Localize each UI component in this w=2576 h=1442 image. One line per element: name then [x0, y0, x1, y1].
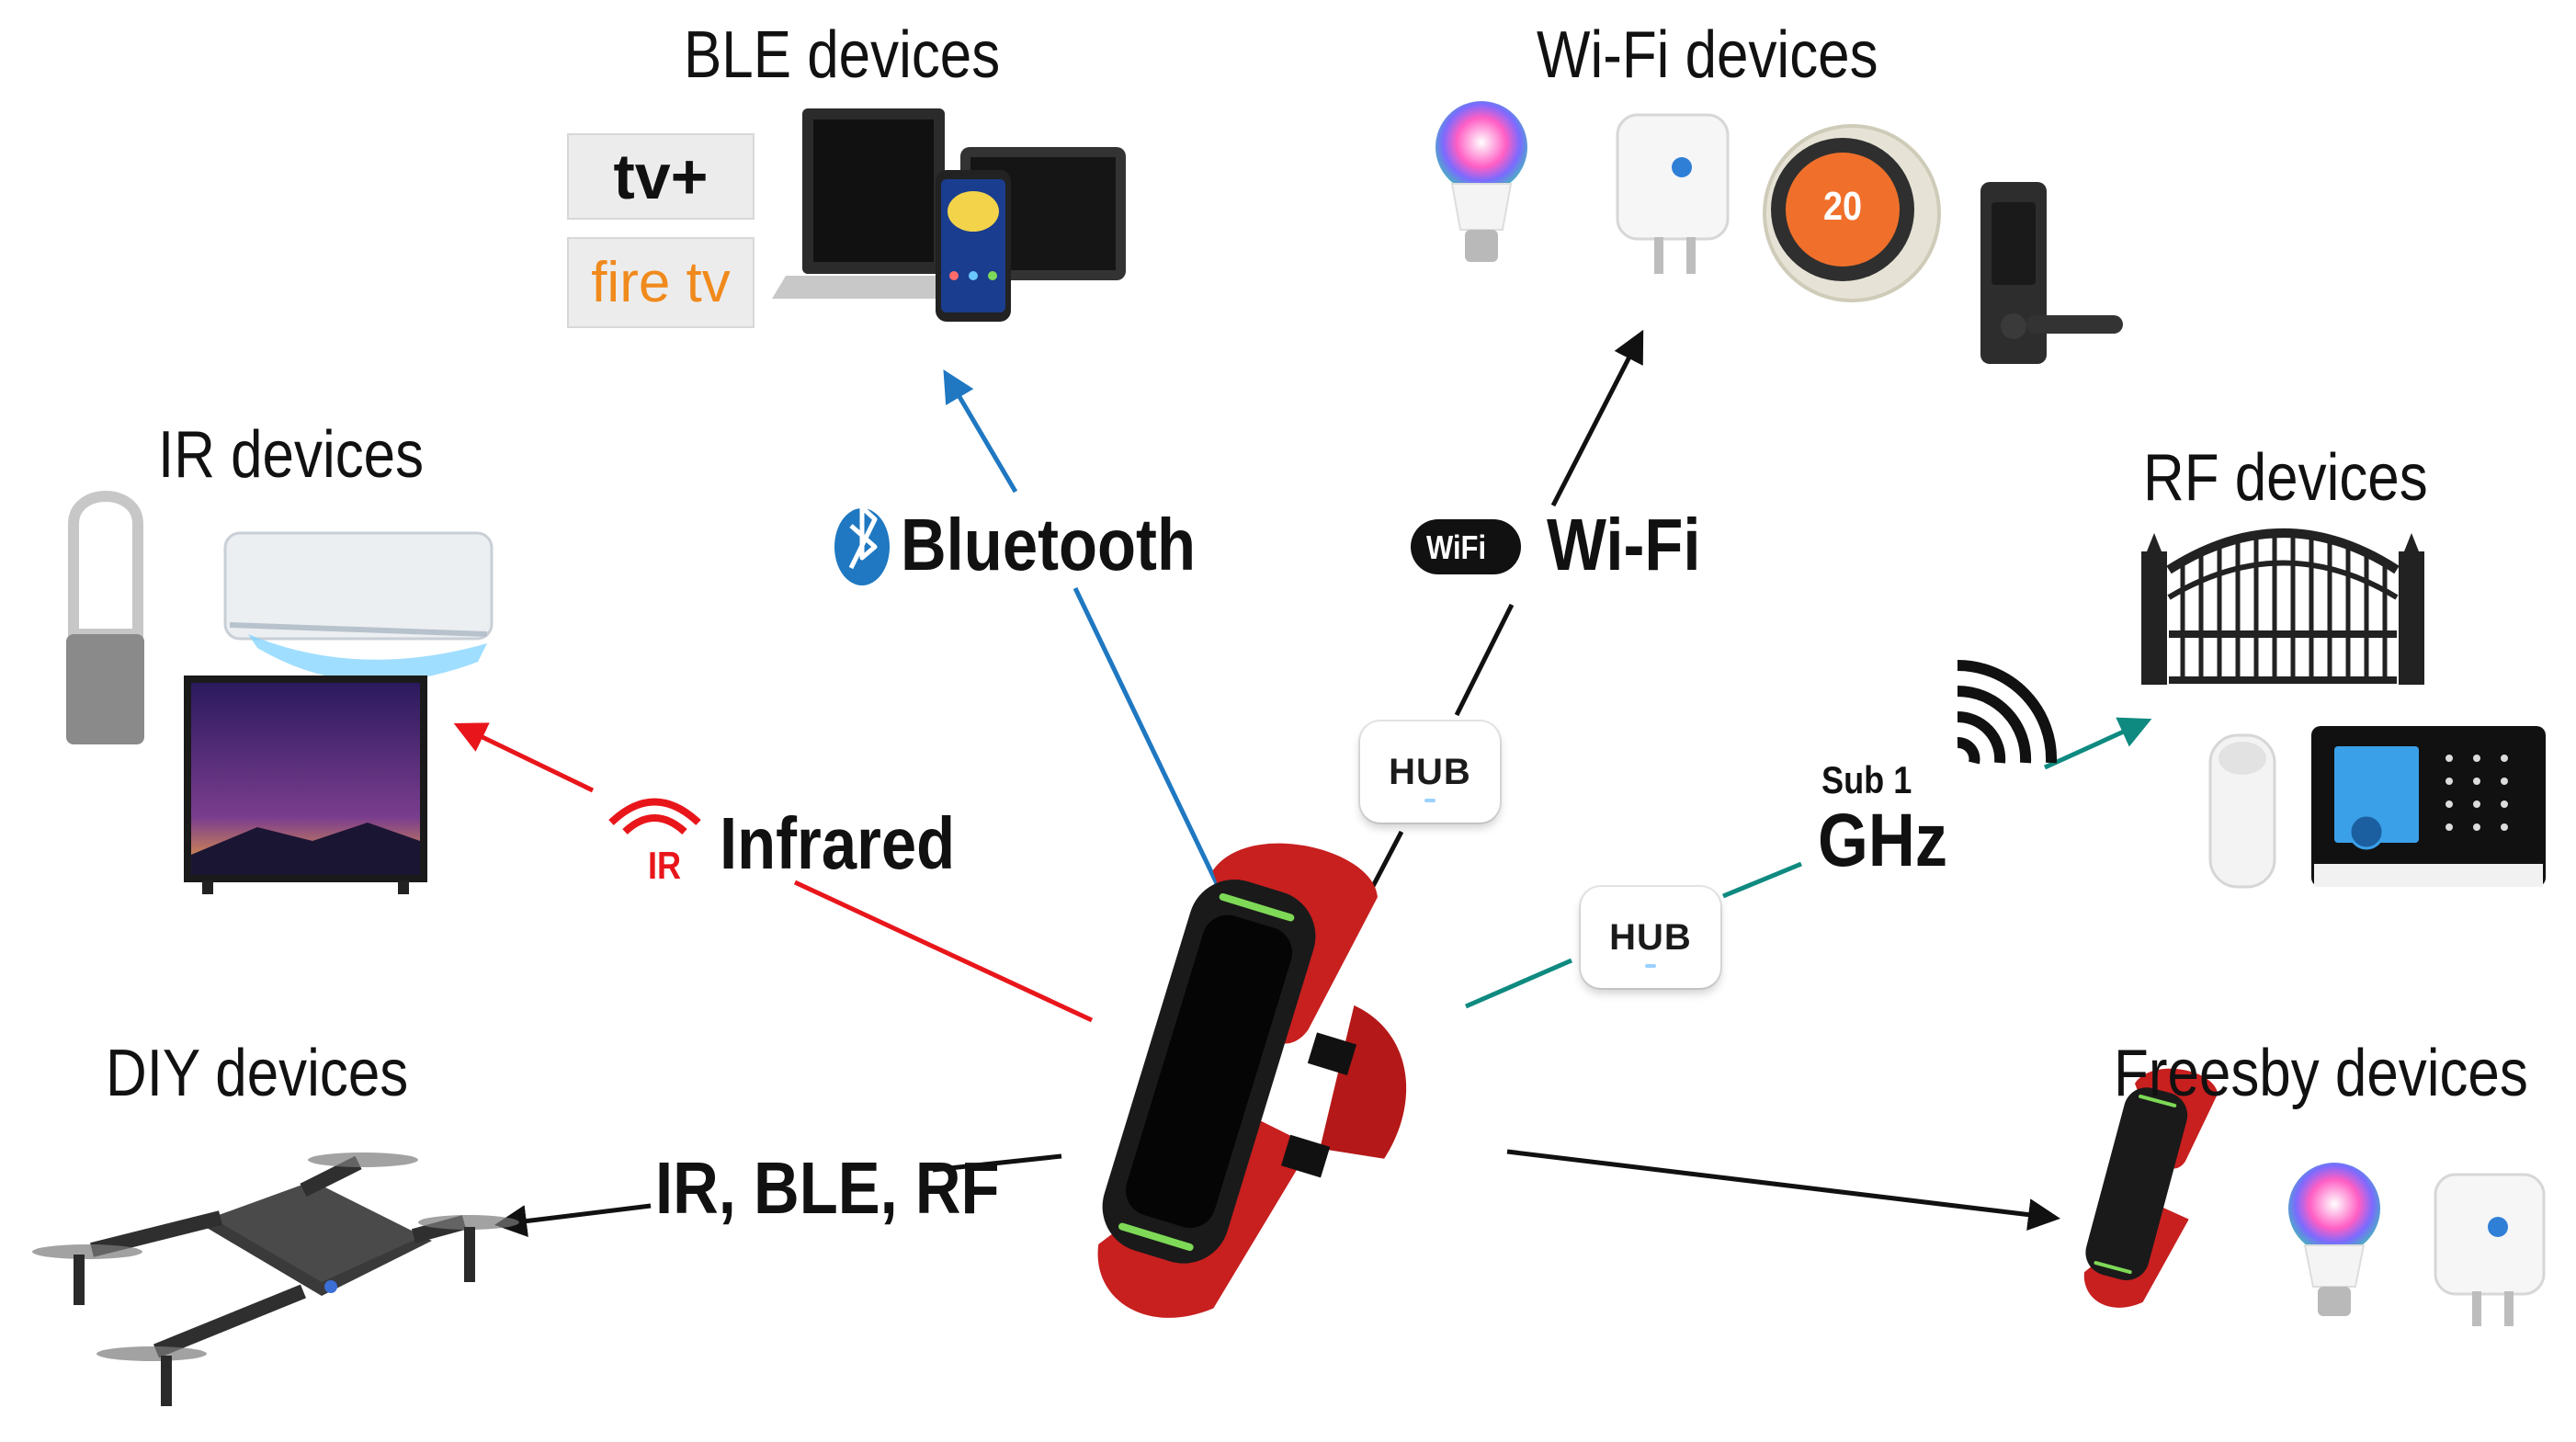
- wifi-logo-icon: [1411, 519, 1521, 574]
- air-purifier-icon: [66, 491, 144, 744]
- arrow-diy: [494, 1153, 1062, 1237]
- alarm-panel-icon: [2311, 726, 2546, 887]
- fire-tv-label: fire tv: [591, 251, 731, 314]
- smart-bulb-icon: [1436, 101, 1527, 262]
- arrow-freesby: [1506, 1149, 2060, 1232]
- group-title-diy: DIY devices: [106, 1037, 409, 1110]
- freesby-plug-icon: [2434, 1173, 2546, 1326]
- apple-tv-badge: tv+: [567, 133, 755, 220]
- fire-tv-badge: fire tv: [567, 237, 755, 328]
- television-icon: [184, 676, 427, 894]
- group-title-ble: BLE devices: [684, 18, 1001, 92]
- protocol-label-ghz: GHz: [1818, 799, 1948, 882]
- protocol-label-infrared: Infrared: [720, 802, 956, 884]
- arrow-bluetooth: [943, 369, 1239, 925]
- arrow-infrared: [453, 722, 1094, 1023]
- protocol-label-bluetooth: Bluetooth: [901, 504, 1196, 585]
- drone-icon: [32, 1152, 519, 1406]
- apple-tv-label: tv+: [613, 141, 709, 212]
- freesby-bulb-icon: [2288, 1163, 2380, 1316]
- sub-ghz-signal-icon: [1957, 660, 2058, 765]
- freesby-band-icon: [2083, 1068, 2219, 1308]
- hub-wifi-label: HUB: [1389, 751, 1471, 792]
- smartphone-icon: [936, 170, 1011, 322]
- hub-rf: HUB: [1581, 887, 1720, 988]
- group-title-wifi: Wi-Fi devices: [1537, 18, 1878, 92]
- protocol-label-sub1: Sub 1: [1821, 758, 1912, 801]
- air-conditioner-icon: [223, 531, 494, 682]
- smart-plug-icon: [1616, 113, 1730, 274]
- gate-icon: [2141, 528, 2424, 685]
- laptop-icon: [772, 108, 974, 299]
- motion-sensor-icon: [2208, 733, 2276, 889]
- arrow-rf: [1465, 717, 2152, 1009]
- group-title-ir: IR devices: [158, 418, 425, 492]
- protocol-label-wifi: Wi-Fi: [1547, 504, 1701, 585]
- bluetooth-icon: [834, 505, 890, 585]
- thermostat-reading: 20: [1823, 184, 1863, 229]
- hub-rf-label: HUB: [1609, 916, 1692, 958]
- thermostat-icon: [1763, 124, 1941, 302]
- wifi-badge-text: WiFi: [1426, 528, 1487, 566]
- fitness-band-icon: [1097, 843, 1407, 1318]
- protocol-label-diy: IR, BLE, RF: [655, 1147, 1000, 1229]
- hub-wifi: HUB: [1360, 721, 1500, 823]
- group-title-freesby: Freesby devices: [2114, 1037, 2528, 1110]
- group-title-rf: RF devices: [2143, 441, 2428, 515]
- arrow-wifi: [1348, 329, 1644, 930]
- infrared-signal-icon: [608, 798, 701, 835]
- smart-lock-icon: [1980, 182, 2123, 364]
- ir-badge-text: IR: [648, 844, 682, 887]
